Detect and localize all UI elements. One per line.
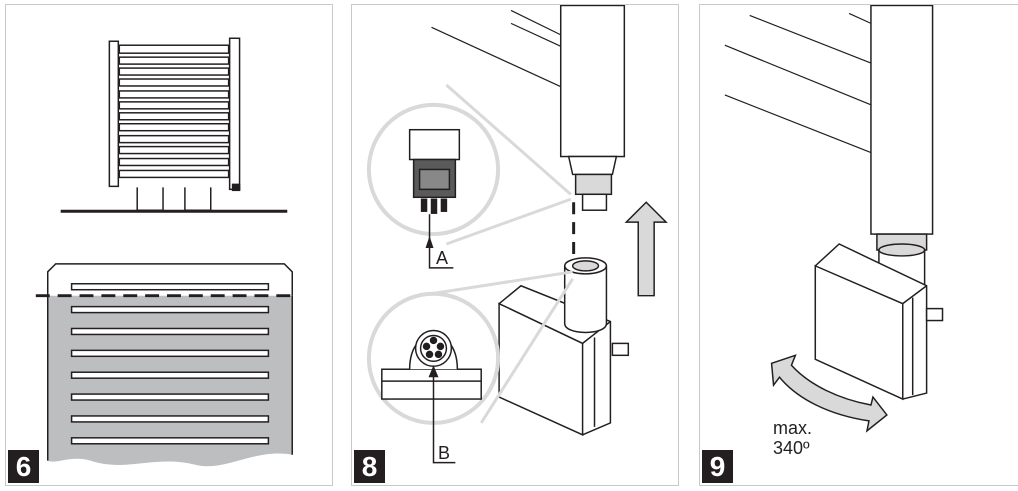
radiator-fill-level-detail: [35, 263, 297, 467]
up-arrow: [624, 201, 668, 297]
control-box: [498, 257, 630, 436]
step-number-9: 9: [702, 450, 733, 483]
heating-element-tube: [559, 5, 626, 211]
step-8-panel: A B 8: [351, 4, 679, 486]
radiator-rails: [431, 9, 567, 97]
step-9-panel: max. 340º 9: [699, 4, 1018, 486]
radiator-rails: [724, 12, 872, 154]
detail-circle-b: [366, 270, 574, 464]
step-6-illustration: [35, 37, 297, 467]
detail-circle-a: [366, 83, 572, 269]
label-b: B: [438, 443, 451, 463]
rotation-arrow: [770, 354, 888, 433]
heating-element-tube: [870, 5, 934, 295]
note-line-1: max.: [773, 418, 813, 438]
label-a: A: [436, 248, 449, 268]
step-9-illustration: [724, 5, 944, 433]
radiator-front-view: [108, 37, 241, 211]
note-line-2: 340º: [773, 438, 810, 458]
control-box-mounted: [814, 243, 944, 401]
rotation-limit-note: max. 340º: [773, 418, 812, 458]
step-6-panel: 6: [5, 4, 333, 486]
step-8-illustration: [366, 5, 668, 464]
step-number-8: 8: [354, 450, 385, 483]
step-number-6: 6: [8, 450, 39, 483]
